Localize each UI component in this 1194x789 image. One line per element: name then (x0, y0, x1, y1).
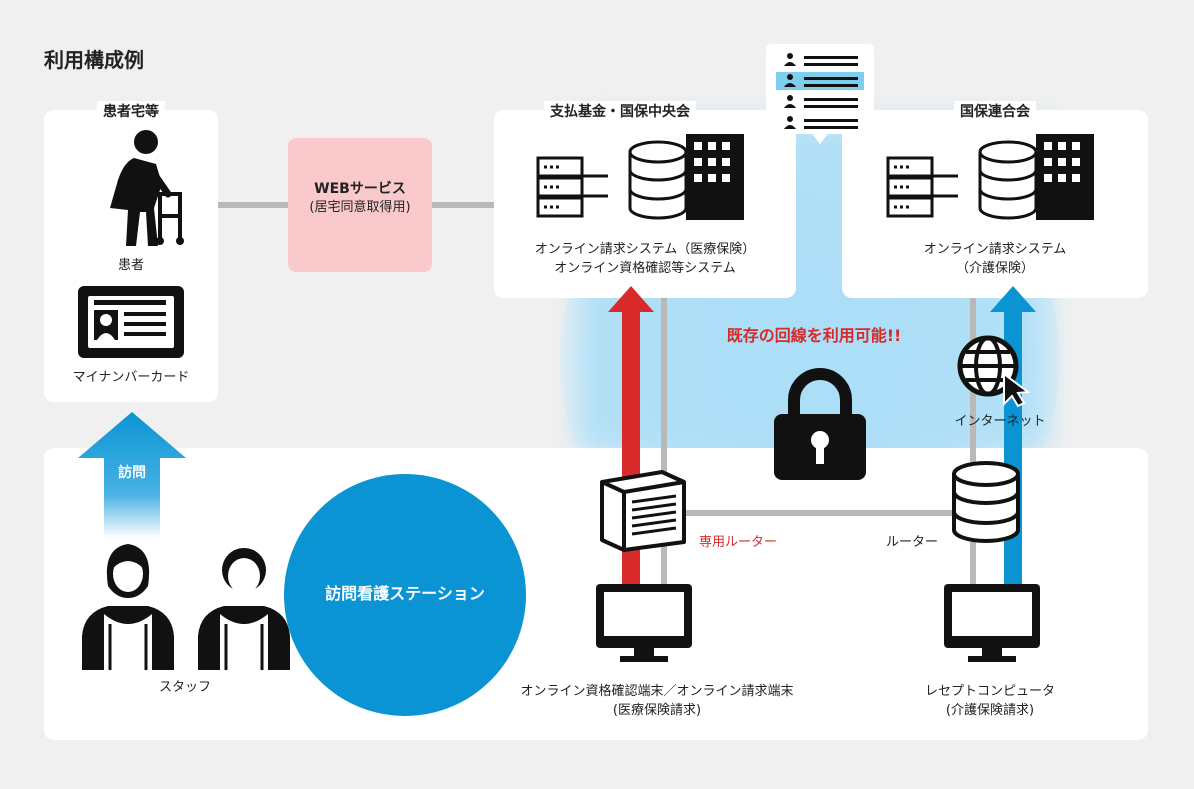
internet-label: インターネット (954, 414, 1046, 429)
station-name: 訪問看護ステーション (325, 584, 485, 603)
id-card-icon (78, 286, 184, 358)
web-service-box (288, 138, 432, 272)
monitor-icon-online (596, 584, 692, 662)
online-terminal-line2: (医療保険請求) (612, 703, 702, 718)
blue-arrow (990, 286, 1036, 586)
receipt-computer-line2: (介護保険請求) (945, 703, 1035, 718)
station-circle (284, 474, 526, 716)
staff-icon (82, 544, 290, 670)
record-list-icon (766, 44, 874, 144)
staff-label: スタッフ (158, 680, 212, 695)
payment-fund-title: 支払基金・国保中央会 (544, 101, 696, 121)
dedicated-router-icon (600, 470, 686, 552)
line-dedicated-vertical (661, 296, 667, 586)
server-db-building-icon (536, 134, 744, 220)
patient-label: 患者 (117, 258, 145, 273)
payment-fund-system-line2: オンライン資格確認等システム (554, 261, 736, 276)
card-label: マイナンバーカード (72, 370, 190, 385)
web-service-subtitle: (居宅同意取得用) (309, 200, 411, 215)
payment-fund-system-line1: オンライン請求システム（医療保険） (534, 242, 756, 257)
line-router-router (685, 510, 955, 516)
national-insurance-system-line1: オンライン請求システム (923, 242, 1067, 257)
elderly-walker-icon (110, 130, 184, 246)
visit-label: 訪問 (118, 465, 146, 481)
receipt-computer-line1: レセプトコンピュータ (924, 684, 1056, 699)
line-home-web (218, 202, 288, 208)
page-title: 利用構成例 (44, 48, 144, 72)
router-icon (952, 461, 1020, 543)
line-router-vertical (970, 296, 976, 586)
router-label: ルーター (885, 535, 939, 550)
server-db-building-icon-2 (886, 134, 1094, 220)
online-terminal-line1: オンライン資格確認端末／オンライン請求端末 (520, 684, 794, 699)
national-insurance-system-line2: （介護保険） (955, 261, 1035, 276)
patient-home-title: 患者宅等 (97, 101, 165, 121)
national-insurance-title: 国保連合会 (954, 101, 1036, 121)
monitor-icon-receipt (944, 584, 1040, 662)
dedicated-router-label: 専用ルーター (698, 535, 778, 550)
lock-icon (774, 368, 866, 480)
existing-line-label: 既存の回線を利用可能!! (726, 326, 902, 345)
red-arrow (608, 286, 654, 586)
web-service-title: WEBサービス (314, 181, 406, 197)
line-web-fund (432, 202, 494, 208)
visit-arrow (78, 412, 186, 538)
globe-cursor-icon (957, 335, 1031, 408)
